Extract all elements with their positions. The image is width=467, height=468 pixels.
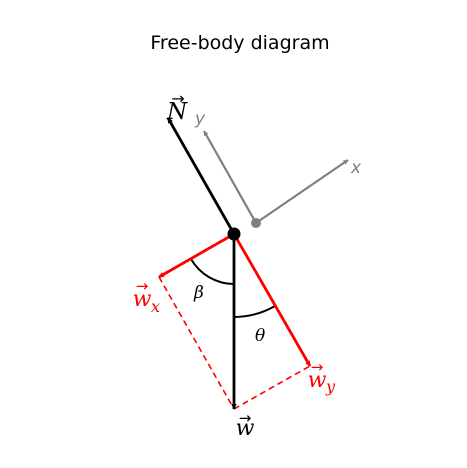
axes-origin-dot: [251, 218, 261, 228]
weight-arrow-accent: →: [239, 409, 252, 427]
weight-x-label: → w x: [133, 277, 160, 316]
normal-force-arrow: [166, 117, 236, 235]
y-axis: [203, 130, 257, 224]
y-axis-label: y: [194, 109, 206, 129]
dashed-line-wx: [158, 276, 235, 410]
construction-lines: [158, 276, 311, 410]
coordinate-axes: x y: [194, 109, 362, 228]
angle-arcs: β θ: [190, 258, 276, 346]
vector-labels: → N → w → w x → w y: [133, 89, 336, 441]
normal-force-arrow-accent: →: [171, 89, 184, 108]
weight-x-arrow: [158, 232, 235, 279]
force-vectors: [166, 117, 237, 410]
weight-y-arrow: [232, 233, 312, 367]
point-mass-dot: [227, 227, 241, 241]
weight-y-subscript: y: [325, 377, 336, 396]
weight-x-subscript: x: [151, 297, 160, 316]
beta-label: β: [193, 283, 204, 303]
theta-arc: [233, 305, 276, 318]
x-axis: [255, 159, 349, 224]
weight-y-symbol: w: [308, 368, 327, 393]
weight-x-arrow-accent: →: [136, 277, 149, 295]
weight-y-label: → w y: [308, 358, 336, 396]
weight-y-arrow-accent: →: [311, 358, 324, 376]
diagram-title: Free-body diagram: [150, 32, 329, 54]
normal-force-label: → N: [166, 89, 188, 125]
weight-symbol: w: [236, 416, 255, 441]
component-vectors: [158, 232, 312, 367]
theta-label: θ: [255, 326, 265, 346]
weight-label: → w: [236, 409, 255, 441]
dashed-line-wy: [233, 365, 311, 410]
x-axis-label: x: [350, 158, 362, 178]
normal-force-symbol: N: [166, 99, 188, 125]
beta-arc: [190, 258, 235, 285]
weight-x-symbol: w: [133, 287, 152, 312]
